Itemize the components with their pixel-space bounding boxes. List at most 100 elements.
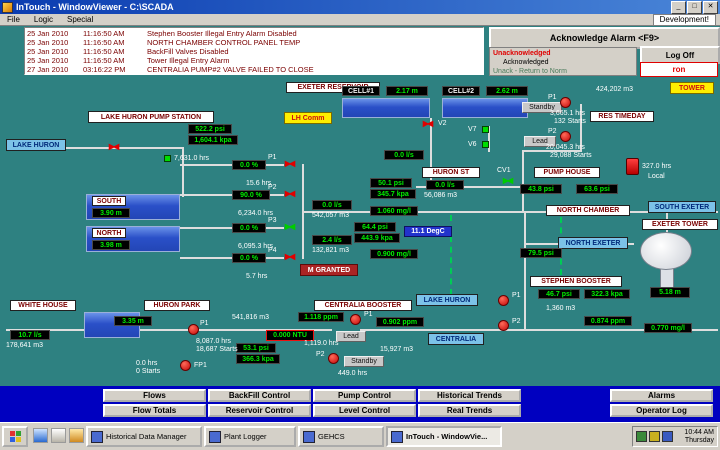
menu-logic[interactable]: Logic (33, 15, 54, 24)
blabel-centralia: CENTRALIA (428, 333, 484, 345)
valve-inlet[interactable]: ▶◀ (108, 141, 119, 151)
pump-hp-p1[interactable] (188, 324, 199, 335)
window-controls: _ □ ✕ (671, 0, 718, 14)
tank-cell2 (442, 98, 528, 118)
ind-v6 (482, 141, 489, 148)
label-white-house[interactable]: WHITE HOUSE (10, 300, 76, 311)
quicklaunch-icon-1[interactable] (33, 428, 48, 443)
windows-flag-icon (9, 431, 21, 442)
label-exeter-tower[interactable]: EXETER TOWER (642, 219, 718, 230)
pipe-tank-feed (182, 147, 184, 197)
task-gehcs[interactable]: GEHCS (298, 426, 384, 447)
pipe-v7-v6 (488, 126, 490, 152)
dashed-control-1 (450, 215, 452, 295)
valve-p1[interactable]: ▶◀ (284, 158, 295, 168)
pipe-res-pumps-h (522, 150, 582, 152)
label-lake-huron-pump-station[interactable]: LAKE HURON PUMP STATION (88, 111, 214, 123)
tray-icon-3[interactable] (662, 431, 673, 442)
pump-cb-p1[interactable] (350, 314, 361, 325)
val-sb-kpa: 322.3 kpa (584, 289, 630, 299)
nav-flows[interactable]: Flows (103, 389, 206, 402)
label-north-chamber[interactable]: NORTH CHAMBER (546, 205, 630, 216)
txt-sb-p2: P2 (512, 318, 521, 325)
nav-flow-totals[interactable]: Flow Totals (103, 404, 206, 417)
quicklaunch-icon-2[interactable] (51, 428, 66, 443)
val-flow-south: 0.0 l/s (312, 200, 352, 210)
menu-file[interactable]: File (7, 15, 20, 24)
nav-pump-control[interactable]: Pump Control (313, 389, 416, 402)
txt-cb-p2: P2 (316, 351, 325, 358)
ylabel-tower: TOWER (670, 82, 714, 94)
graybox-lead-res[interactable]: Lead (524, 136, 556, 147)
valve-p4[interactable]: ▶◀ (284, 251, 295, 261)
val-cl2-pre: 1.060 mg/l (370, 206, 418, 216)
blabel-north-exeter: NORTH EXETER (558, 237, 628, 249)
label-south: SOUTH (92, 196, 126, 206)
start-button[interactable] (2, 426, 28, 447)
val-south-level: 3.90 m (92, 208, 130, 218)
nav-operator-log[interactable]: Operator Log (610, 404, 713, 417)
label-centralia-booster[interactable]: CENTRALIA BOOSTER (314, 300, 412, 311)
label-stephen-booster[interactable]: STEPHEN BOOSTER (530, 276, 622, 287)
taskbar-clock[interactable]: 10:44 AM Thursday (684, 429, 714, 445)
label-huron-st[interactable]: HURON ST (422, 167, 480, 178)
graybox-lead-cb[interactable]: Lead (336, 331, 366, 342)
pump-sb-p2[interactable] (498, 320, 509, 331)
minimize-icon[interactable]: _ (671, 0, 686, 14)
nav-level-control[interactable]: Level Control (313, 404, 416, 417)
valve-p2[interactable]: ▶◀ (284, 188, 295, 198)
txt-hp-p1: P1 (200, 320, 209, 327)
valve-v2[interactable]: ▶◀ (422, 118, 433, 128)
val-north-level: 3.98 m (92, 240, 130, 250)
pipe-chamber-down (524, 213, 526, 279)
nav-historical-trends[interactable]: Historical Trends (418, 389, 521, 402)
nav-real-trends[interactable]: Real Trends (418, 404, 521, 417)
pipe-pump-house (522, 150, 524, 213)
txt-p2: P2 (268, 184, 277, 191)
blabel-south-exeter: SOUTH EXETER (648, 201, 716, 213)
tray-icon-1[interactable] (636, 431, 647, 442)
nav-alarms[interactable]: Alarms (610, 389, 713, 402)
txt-res-p1-hrs: 3,665.1 hrs (550, 110, 586, 117)
val-p3-speed: 0.0 % (232, 223, 266, 233)
pump-cb-p2[interactable] (328, 353, 339, 364)
txt-vol-south: 542,057 m3 (312, 212, 349, 219)
tray-icon-2[interactable] (649, 431, 660, 442)
graybox-standby-cb[interactable]: Standby (344, 356, 384, 367)
menu-special[interactable]: Special (67, 15, 94, 24)
task-plant-logger[interactable]: Plant Logger (204, 426, 296, 447)
task-historical-data-manager[interactable]: Historical Data Manager (86, 426, 202, 447)
pump-res-p1[interactable] (560, 97, 571, 108)
valve-p3[interactable]: ▶◀ (284, 221, 295, 231)
graybox-standby-res[interactable]: Standby (522, 102, 562, 113)
nav-backfill-control[interactable]: BackFill Control (208, 389, 311, 402)
val-p2-speed: 90.0 % (232, 190, 270, 200)
status-unacknowledged: Unacknowledged (493, 50, 551, 57)
task-intouch-windowvie-[interactable]: InTouch - WindowVie... (386, 426, 502, 447)
pump-res-p2[interactable] (560, 131, 571, 142)
txt-p3: P3 (268, 217, 277, 224)
maximize-icon[interactable]: □ (687, 0, 702, 14)
quicklaunch-icon-3[interactable] (69, 428, 84, 443)
pump-fp1[interactable] (180, 360, 191, 371)
txt-cv1: CV1 (497, 167, 511, 174)
system-tray: 10:44 AM Thursday (632, 426, 718, 447)
engine-backup-icon[interactable] (626, 158, 639, 175)
txt-vol-north: 132,821 m3 (312, 247, 349, 254)
nav-reservoir-control[interactable]: Reservoir Control (208, 404, 311, 417)
valve-cv1[interactable]: ▶◀ (502, 175, 513, 185)
label-huron-park[interactable]: HURON PARK (144, 300, 210, 311)
val-hp-kpa: 366.3 kpa (236, 354, 280, 364)
pump-sb-p1[interactable] (498, 295, 509, 306)
txt-sb-p1: P1 (512, 292, 521, 299)
close-icon[interactable]: ✕ (703, 0, 718, 14)
label-pump-house[interactable]: PUMP HOUSE (534, 167, 600, 178)
val-flow-north: 2.4 l/s (312, 235, 352, 245)
